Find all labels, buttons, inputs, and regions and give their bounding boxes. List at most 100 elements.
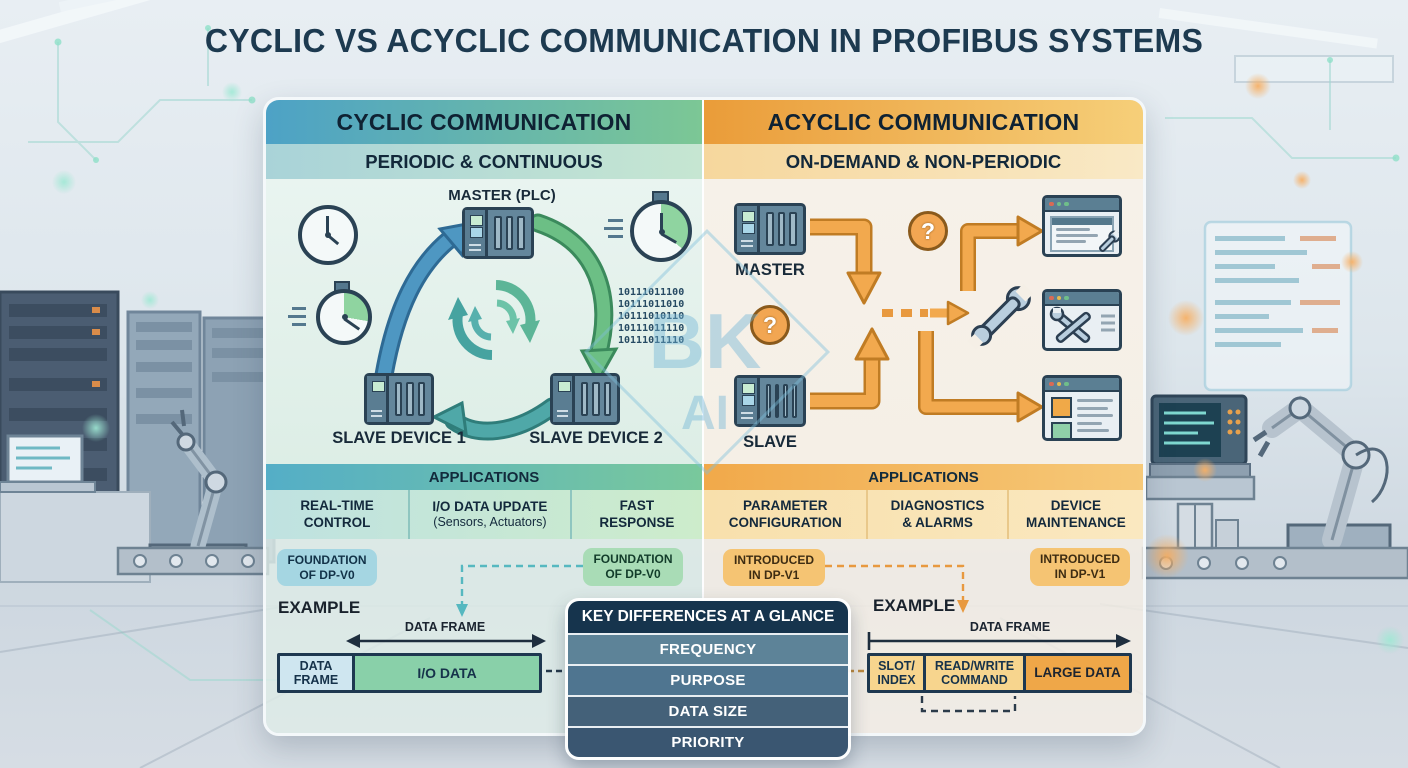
binary-line: 10111011100	[618, 287, 685, 298]
acyclic-applications-row: PARAMETER CONFIGURATION DIAGNOSTICS & AL…	[704, 490, 1143, 539]
slave-device-2-label: SLAVE DEVICE 2	[529, 429, 663, 447]
robot-arm-right	[1252, 395, 1392, 571]
application-item: PARAMETER CONFIGURATION	[704, 490, 866, 539]
tools-window-icon	[1042, 289, 1122, 351]
acyclic-master-icon	[734, 203, 806, 255]
acyclic-flow-arrows	[810, 215, 1044, 423]
frame-segment: SLOT/ INDEX	[870, 656, 923, 690]
cyclic-diagram: MASTER (PLC)	[266, 179, 702, 464]
master-plc-label: MASTER (PLC)	[448, 187, 556, 204]
cyclic-applications-header: APPLICATIONS	[266, 464, 702, 490]
frame-segment-label: COMMAND	[941, 673, 1008, 687]
key-differences-row: PURPOSE	[568, 664, 848, 695]
cyclic-applications-row: REAL-TIME CONTROL I/O DATA UPDATE (Senso…	[266, 490, 702, 539]
binary-data-text: 10111011100 10111011010 10111010110 1011…	[618, 287, 684, 347]
acyclic-data-frame-bar: SLOT/ INDEX READ/WRITE COMMAND LARGE DAT…	[867, 653, 1132, 693]
frame-segment-label: SLOT/	[878, 658, 915, 673]
application-item: DIAGNOSTICS & ALARMS	[866, 490, 1006, 539]
dpv1-badge-right: INTRODUCED IN DP-V1	[1030, 548, 1130, 586]
acyclic-frame-label: DATA FRAME	[969, 620, 1051, 634]
frame-segment: DATA FRAME	[280, 656, 352, 690]
stopwatch-icon-left	[288, 281, 372, 351]
frame-segment-label: INDEX	[877, 673, 916, 687]
frame-segment-label: READ/WRITE	[934, 658, 1015, 673]
application-label: MAINTENANCE	[1025, 514, 1126, 530]
frame-segment-label: I/O DATA	[417, 664, 477, 681]
application-label: RESPONSE	[599, 514, 675, 530]
key-differences-table: KEY DIFFERENCES AT A GLANCE FREQUENCY PU…	[565, 598, 851, 760]
key-differences-row: FREQUENCY	[568, 633, 848, 664]
application-label: CONFIGURATION	[728, 514, 842, 530]
wrench-icon	[967, 283, 1034, 350]
dpv0-badge-right: FOUNDATION OF DP-V0	[583, 548, 683, 586]
binary-line: 10111011110	[618, 335, 685, 346]
application-label: I/O DATA UPDATE	[432, 498, 548, 514]
slave-device-1-icon	[364, 373, 434, 425]
dpv0-badge-left: FOUNDATION OF DP-V0	[277, 549, 377, 586]
frame-segment: LARGE DATA	[1023, 656, 1129, 690]
application-label: DIAGNOSTICS	[890, 498, 985, 514]
application-label: DEVICE	[1050, 498, 1101, 514]
stopwatch-icon-right	[604, 191, 692, 263]
cyclic-frame-label: DATA FRAME	[404, 620, 486, 634]
circuit-nodes	[54, 25, 1400, 163]
acyclic-slave-label: SLAVE	[743, 433, 797, 451]
application-item: REAL-TIME CONTROL	[266, 490, 408, 539]
acyclic-example-label: EXAMPLE	[873, 596, 956, 615]
application-label: FAST	[619, 498, 655, 514]
cyclic-flow-arrows	[374, 213, 619, 441]
control-station-right	[1144, 394, 1256, 501]
application-label: PARAMETER	[742, 498, 828, 514]
acyclic-panel-header: ACYCLIC COMMUNICATION	[704, 100, 1143, 144]
application-item: DEVICE MAINTENANCE	[1006, 490, 1143, 539]
badge-text: INTRODUCED	[1040, 552, 1120, 566]
master-plc-icon	[462, 207, 534, 259]
application-item: FAST RESPONSE	[569, 490, 702, 539]
application-label: CONTROL	[303, 514, 371, 530]
frame-segment: I/O DATA	[352, 656, 539, 690]
config-window-icon	[1042, 195, 1122, 257]
cyclic-panel-header: CYCLIC COMMUNICATION	[266, 100, 702, 144]
cyclic-data-frame-bar: DATA FRAME I/O DATA	[277, 653, 542, 693]
page-title: CYCLIC VS ACYCLIC COMMUNICATION IN PROFI…	[204, 22, 1204, 59]
frame-segment: READ/WRITE COMMAND	[923, 656, 1023, 690]
frame-segment-label: LARGE DATA	[1034, 665, 1121, 681]
application-label: REAL-TIME	[300, 498, 374, 514]
slave-device-2-icon	[550, 373, 620, 425]
binary-line: 10111011010	[618, 299, 685, 310]
badge-text: INTRODUCED	[734, 552, 814, 567]
binary-line: 10111011110	[618, 323, 685, 334]
frame-segment-label: FRAME	[293, 673, 339, 687]
ceiling-lights	[0, 0, 1394, 83]
acyclic-applications-header: APPLICATIONS	[704, 464, 1143, 490]
conveyor-left	[116, 546, 270, 576]
question-mark-icon: ?	[908, 211, 948, 251]
badge-text: IN DP-V1	[748, 567, 800, 582]
badge-text: FOUNDATION	[593, 552, 673, 566]
binary-line: 10111010110	[618, 311, 685, 322]
badge-text: OF DP-V0	[299, 567, 355, 582]
application-label: & ALARMS	[902, 514, 973, 530]
key-differences-header: KEY DIFFERENCES AT A GLANCE	[568, 601, 848, 633]
acyclic-master-label: MASTER	[735, 261, 805, 279]
code-screen-right	[1203, 220, 1353, 392]
badge-text: OF DP-V0	[605, 567, 661, 581]
dpv1-badge-left: INTRODUCED IN DP-V1	[723, 549, 825, 586]
cycle-arrows-icon	[448, 280, 540, 360]
question-mark-icon: ?	[750, 305, 790, 345]
slave-device-1-label: SLAVE DEVICE 1	[332, 429, 466, 447]
application-sublabel: (Sensors, Actuators)	[433, 515, 547, 530]
device-maintenance-window-icon	[1042, 375, 1122, 441]
application-item: I/O DATA UPDATE (Sensors, Actuators)	[408, 490, 570, 539]
cyclic-panel-subtitle: PERIODIC & CONTINUOUS	[266, 144, 702, 179]
acyclic-diagram: MASTER ? ? SLAVE	[704, 179, 1143, 464]
key-differences-row: PRIORITY	[568, 726, 848, 757]
acyclic-panel-subtitle: ON-DEMAND & NON-PERIODIC	[704, 144, 1143, 179]
badge-text: IN DP-V1	[1054, 567, 1106, 581]
cyclic-example-label: EXAMPLE	[278, 598, 361, 617]
badge-text: FOUNDATION	[287, 552, 367, 567]
key-differences-row: DATA SIZE	[568, 695, 848, 726]
frame-segment-label: DATA	[299, 658, 333, 673]
acyclic-slave-icon	[734, 375, 806, 427]
